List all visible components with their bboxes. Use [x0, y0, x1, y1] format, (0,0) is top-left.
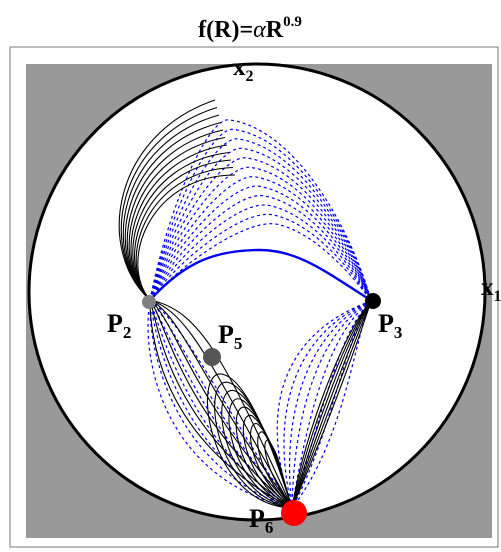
dashed-arc-upper [149, 194, 372, 302]
dashed-arc-lower [149, 299, 293, 509]
dashed-arc-upper [149, 176, 372, 302]
p6-sub: 6 [265, 518, 274, 537]
solid-line-p3 [291, 300, 372, 509]
point-p5-marker [203, 348, 221, 366]
poincare-disk [27, 62, 487, 522]
solid-arc-upper [137, 174, 236, 301]
point-p2-marker [142, 295, 156, 309]
point-p3-marker [365, 293, 381, 309]
title-alpha: α [253, 17, 266, 43]
dashed-arc-upper [149, 213, 372, 302]
axis-x2-base: x [233, 54, 246, 81]
point-p5-label: P5 [218, 320, 242, 353]
solid-arc-lower [149, 299, 293, 509]
p6-base: P [249, 504, 265, 533]
solid-arc-lower [149, 299, 293, 509]
dashed-arc-upper [149, 166, 372, 302]
point-p2-label: P2 [107, 309, 131, 342]
dashed-arc-upper [149, 223, 372, 302]
solid-line-p3 [291, 300, 372, 509]
solid-arc-lower [149, 299, 293, 509]
solid-loop-p6 [264, 439, 293, 509]
p2-sub: 2 [123, 323, 132, 342]
solid-arc-lower [149, 299, 293, 509]
p5-sub: 5 [234, 334, 243, 353]
point-p3-label: P3 [378, 309, 402, 342]
p3-sub: 3 [394, 323, 403, 342]
axis-x2-label: x2 [233, 54, 254, 85]
solid-line-p3 [291, 300, 372, 509]
title-prefix: f(R)= [198, 17, 253, 43]
axis-x1-sub: 1 [494, 288, 501, 305]
axis-x1-label: x1 [481, 274, 501, 305]
p3-base: P [378, 309, 394, 338]
dashed-arc-right [291, 300, 372, 509]
geodesic-curve [149, 248, 373, 303]
dashed-arc-right [288, 300, 372, 509]
solid-line-p3 [291, 300, 372, 509]
dashed-arc-lower [149, 299, 293, 509]
p5-base: P [218, 320, 234, 349]
solid-line-p3 [291, 300, 372, 509]
solid-line-p3 [291, 300, 372, 509]
dashed-arc-lower [147, 299, 293, 509]
axis-x2-sub: 2 [246, 68, 254, 85]
dashed-arc-lower [149, 299, 293, 509]
axis-x1-base: x [481, 274, 494, 301]
title-exponent: 0.9 [283, 14, 302, 30]
dashed-arc-upper [149, 147, 372, 302]
dashed-arc-right [291, 300, 372, 509]
title-base: R [266, 17, 284, 43]
dashed-arc-upper [149, 185, 372, 302]
solid-curve-family [118, 99, 372, 509]
p2-base: P [107, 309, 123, 338]
dashed-arc-upper [149, 138, 372, 302]
dashed-arc-right [283, 300, 372, 509]
point-p6-marker [281, 500, 307, 526]
point-p6-label: P6 [249, 504, 273, 537]
diagram-title: f(R)=αR0.9 [198, 14, 302, 43]
